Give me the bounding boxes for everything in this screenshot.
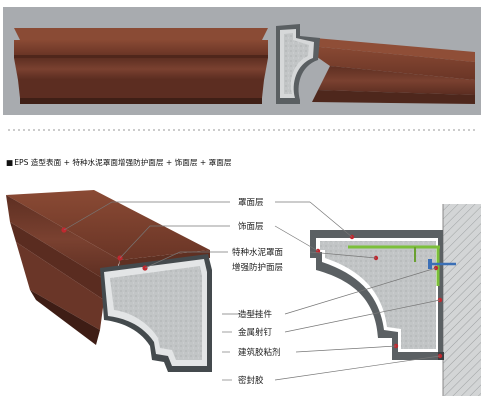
label-shimian: 饰面层 bbox=[238, 221, 264, 232]
section-header: ■EPS 造型表面 + 特种水泥罩面增强防护面层 + 饰面层 + 罩面层 bbox=[6, 157, 232, 167]
label-zhaomian: 罩面层 bbox=[238, 198, 264, 208]
cornice-segment-left bbox=[14, 28, 268, 104]
mounting-bracket bbox=[348, 245, 440, 286]
label-mifeng: 密封胶 bbox=[238, 375, 264, 386]
cornice-3d-model bbox=[6, 190, 212, 372]
cornice-segment-right bbox=[276, 24, 475, 104]
label-sheding: 金属射钉 bbox=[238, 327, 273, 338]
cornice-cross-section bbox=[100, 254, 212, 372]
wall-hatch bbox=[443, 204, 481, 396]
cornice-section-drawing bbox=[310, 204, 481, 396]
callout-labels: 罩面层 饰面层 特种水泥罩面 增强防护面层 造型挂件 金属射钉 建筑胶粘剂 密封… bbox=[232, 198, 284, 386]
label-jiaonian: 建筑胶粘剂 bbox=[238, 347, 281, 358]
header-marker: ■ bbox=[6, 158, 13, 167]
label-guajian: 造型挂件 bbox=[238, 309, 273, 320]
metal-nail-icon bbox=[428, 259, 456, 269]
top-photo-panel bbox=[3, 7, 481, 115]
leader-lines bbox=[63, 201, 441, 381]
header-title: EPS 造型表面 + 特种水泥罩面增强防护面层 + 饰面层 + 罩面层 bbox=[14, 157, 232, 167]
label-tezhong-1: 特种水泥罩面 bbox=[232, 247, 284, 258]
label-tezhong-2: 增强防护面层 bbox=[232, 262, 283, 273]
cornice-top-surface bbox=[6, 190, 210, 260]
